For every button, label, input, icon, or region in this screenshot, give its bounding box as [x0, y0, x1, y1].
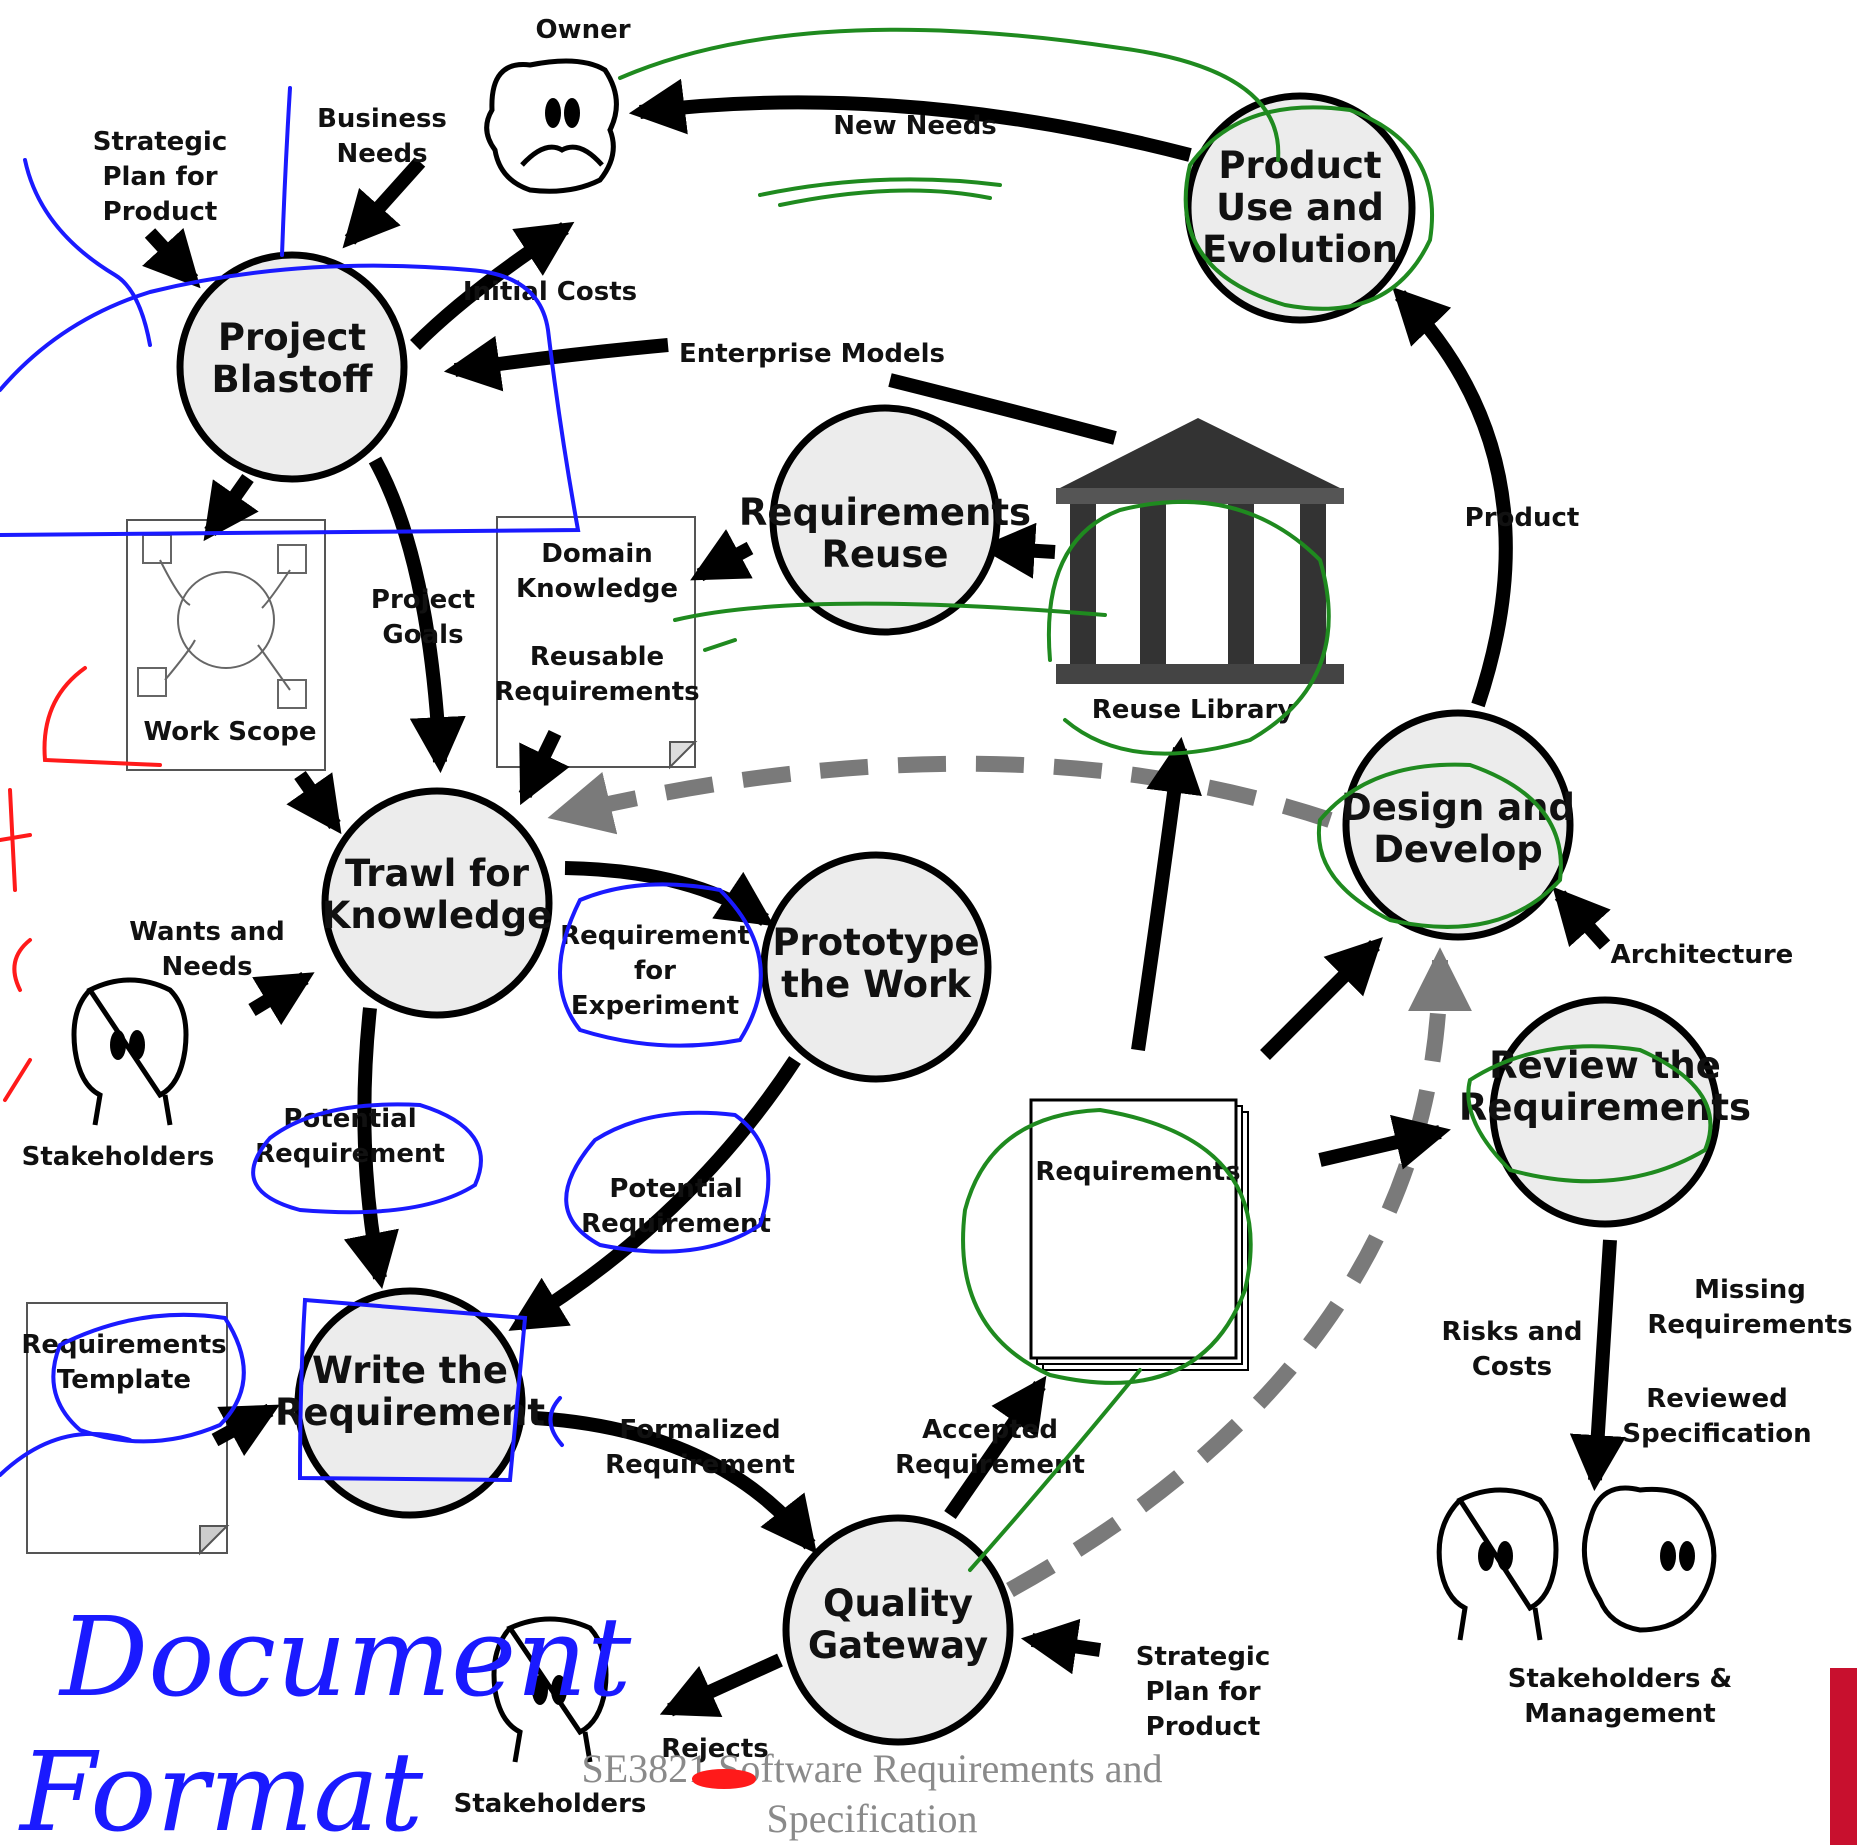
label-architecture: Architecture	[1611, 940, 1794, 970]
handwritten-note: Document Format	[18, 1593, 632, 1845]
label-new-needs: New Needs	[833, 111, 997, 141]
label-work-scope: Work Scope	[143, 717, 316, 747]
label-owner: Owner	[535, 15, 630, 45]
stakeholders-bottom-icon	[491, 1616, 609, 1763]
domain-knowledge-document	[496, 516, 698, 770]
work-scope-document	[126, 519, 326, 771]
flow-arrows	[142, 78, 1626, 1717]
label-reuse-library: Reuse Library	[1092, 695, 1295, 725]
reuse-library-icon	[1056, 418, 1344, 684]
stakeholders-management-icon	[1436, 1485, 1717, 1641]
requirements-template-document	[26, 1302, 230, 1556]
svg-text:SE3821 Software Requirements: SE3821 Software Requirements andSpecific…	[582, 1746, 1163, 1841]
label-rejects: Rejects	[661, 1734, 769, 1764]
requirements-document-stack	[1029, 1098, 1249, 1371]
svg-text:Document: Document	[58, 1593, 632, 1721]
logo-corner	[1830, 1668, 1857, 1845]
owner-icon	[484, 58, 619, 194]
label-initial-costs: Initial Costs	[463, 277, 637, 307]
blue-ink-annotations	[0, 86, 771, 1483]
red-ink-annotations	[0, 666, 756, 1789]
stakeholders-left-icon	[71, 977, 189, 1126]
feedback-dashed-path-right	[1006, 947, 1472, 1597]
label-stakeholders-bottom: Stakeholders	[454, 1789, 647, 1819]
green-ink-annotations	[618, 27, 1713, 1572]
label-stakeholders-management: Stakeholders &Management	[1508, 1664, 1732, 1729]
label-stakeholders-left: Stakeholders	[22, 1142, 215, 1172]
label-requirements-doc: Requirements	[1035, 1157, 1240, 1187]
feedback-dashed-path-top	[547, 755, 1333, 835]
label-enterprise-models: Enterprise Models	[679, 339, 945, 369]
label-product: Product	[1465, 503, 1580, 533]
svg-text:Format: Format	[18, 1728, 424, 1845]
